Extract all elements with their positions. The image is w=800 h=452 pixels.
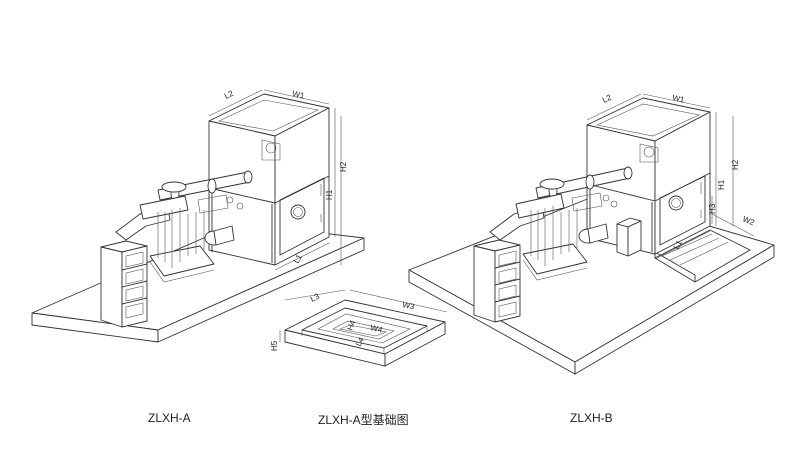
dim-h3-b: H3 (708, 203, 717, 214)
dim-h2-a: H2 (339, 161, 348, 172)
dim-l2-a: L2 (223, 89, 235, 101)
zlxh-b-machine: L2 W1 H1 H2 H3 W2 L1 (408, 93, 775, 375)
zlxh-b-cabinet (473, 239, 521, 323)
caption-zlxh-b: ZLXH-B (570, 411, 613, 425)
dim-h4: H4 (345, 318, 357, 331)
zlxh-b-dimensions: L2 W1 H1 H2 H3 W2 L1 (586, 93, 756, 260)
dim-l2-b: L2 (601, 93, 613, 105)
dim-h2-b: H2 (731, 159, 740, 170)
zlxh-a-machine: L2 W1 H1 H2 L1 (31, 89, 365, 343)
zlxh-a-skid (149, 194, 244, 283)
zlxh-b-ramp (654, 229, 751, 283)
zlxh-b-duct (489, 166, 633, 241)
dim-h1-a: H1 (325, 189, 334, 200)
zlxh-a-duct (115, 170, 253, 241)
foundation-drawing: L3 W3 W4 H4 L4 H5 (270, 289, 448, 367)
caption-zlxh-a: ZLXH-A (148, 411, 191, 425)
zlxh-b-skid (522, 192, 618, 281)
dim-w3: W3 (402, 300, 416, 311)
zlxh-b-control-box (616, 217, 642, 257)
dim-w1-a: W1 (292, 89, 306, 100)
dim-w1-b: W1 (672, 93, 686, 104)
zlxh-a-dimensions: L2 W1 H1 H2 L1 (208, 89, 348, 271)
zlxh-a-cabinet (100, 240, 148, 328)
dim-w4: W4 (370, 323, 384, 334)
caption-foundation: ZLXH-A型基础图 (318, 413, 409, 427)
dim-h5: H5 (270, 340, 279, 351)
dim-l3: L3 (309, 292, 321, 304)
dim-w2-b: W2 (741, 215, 756, 228)
dim-h1-b: H1 (717, 179, 726, 190)
